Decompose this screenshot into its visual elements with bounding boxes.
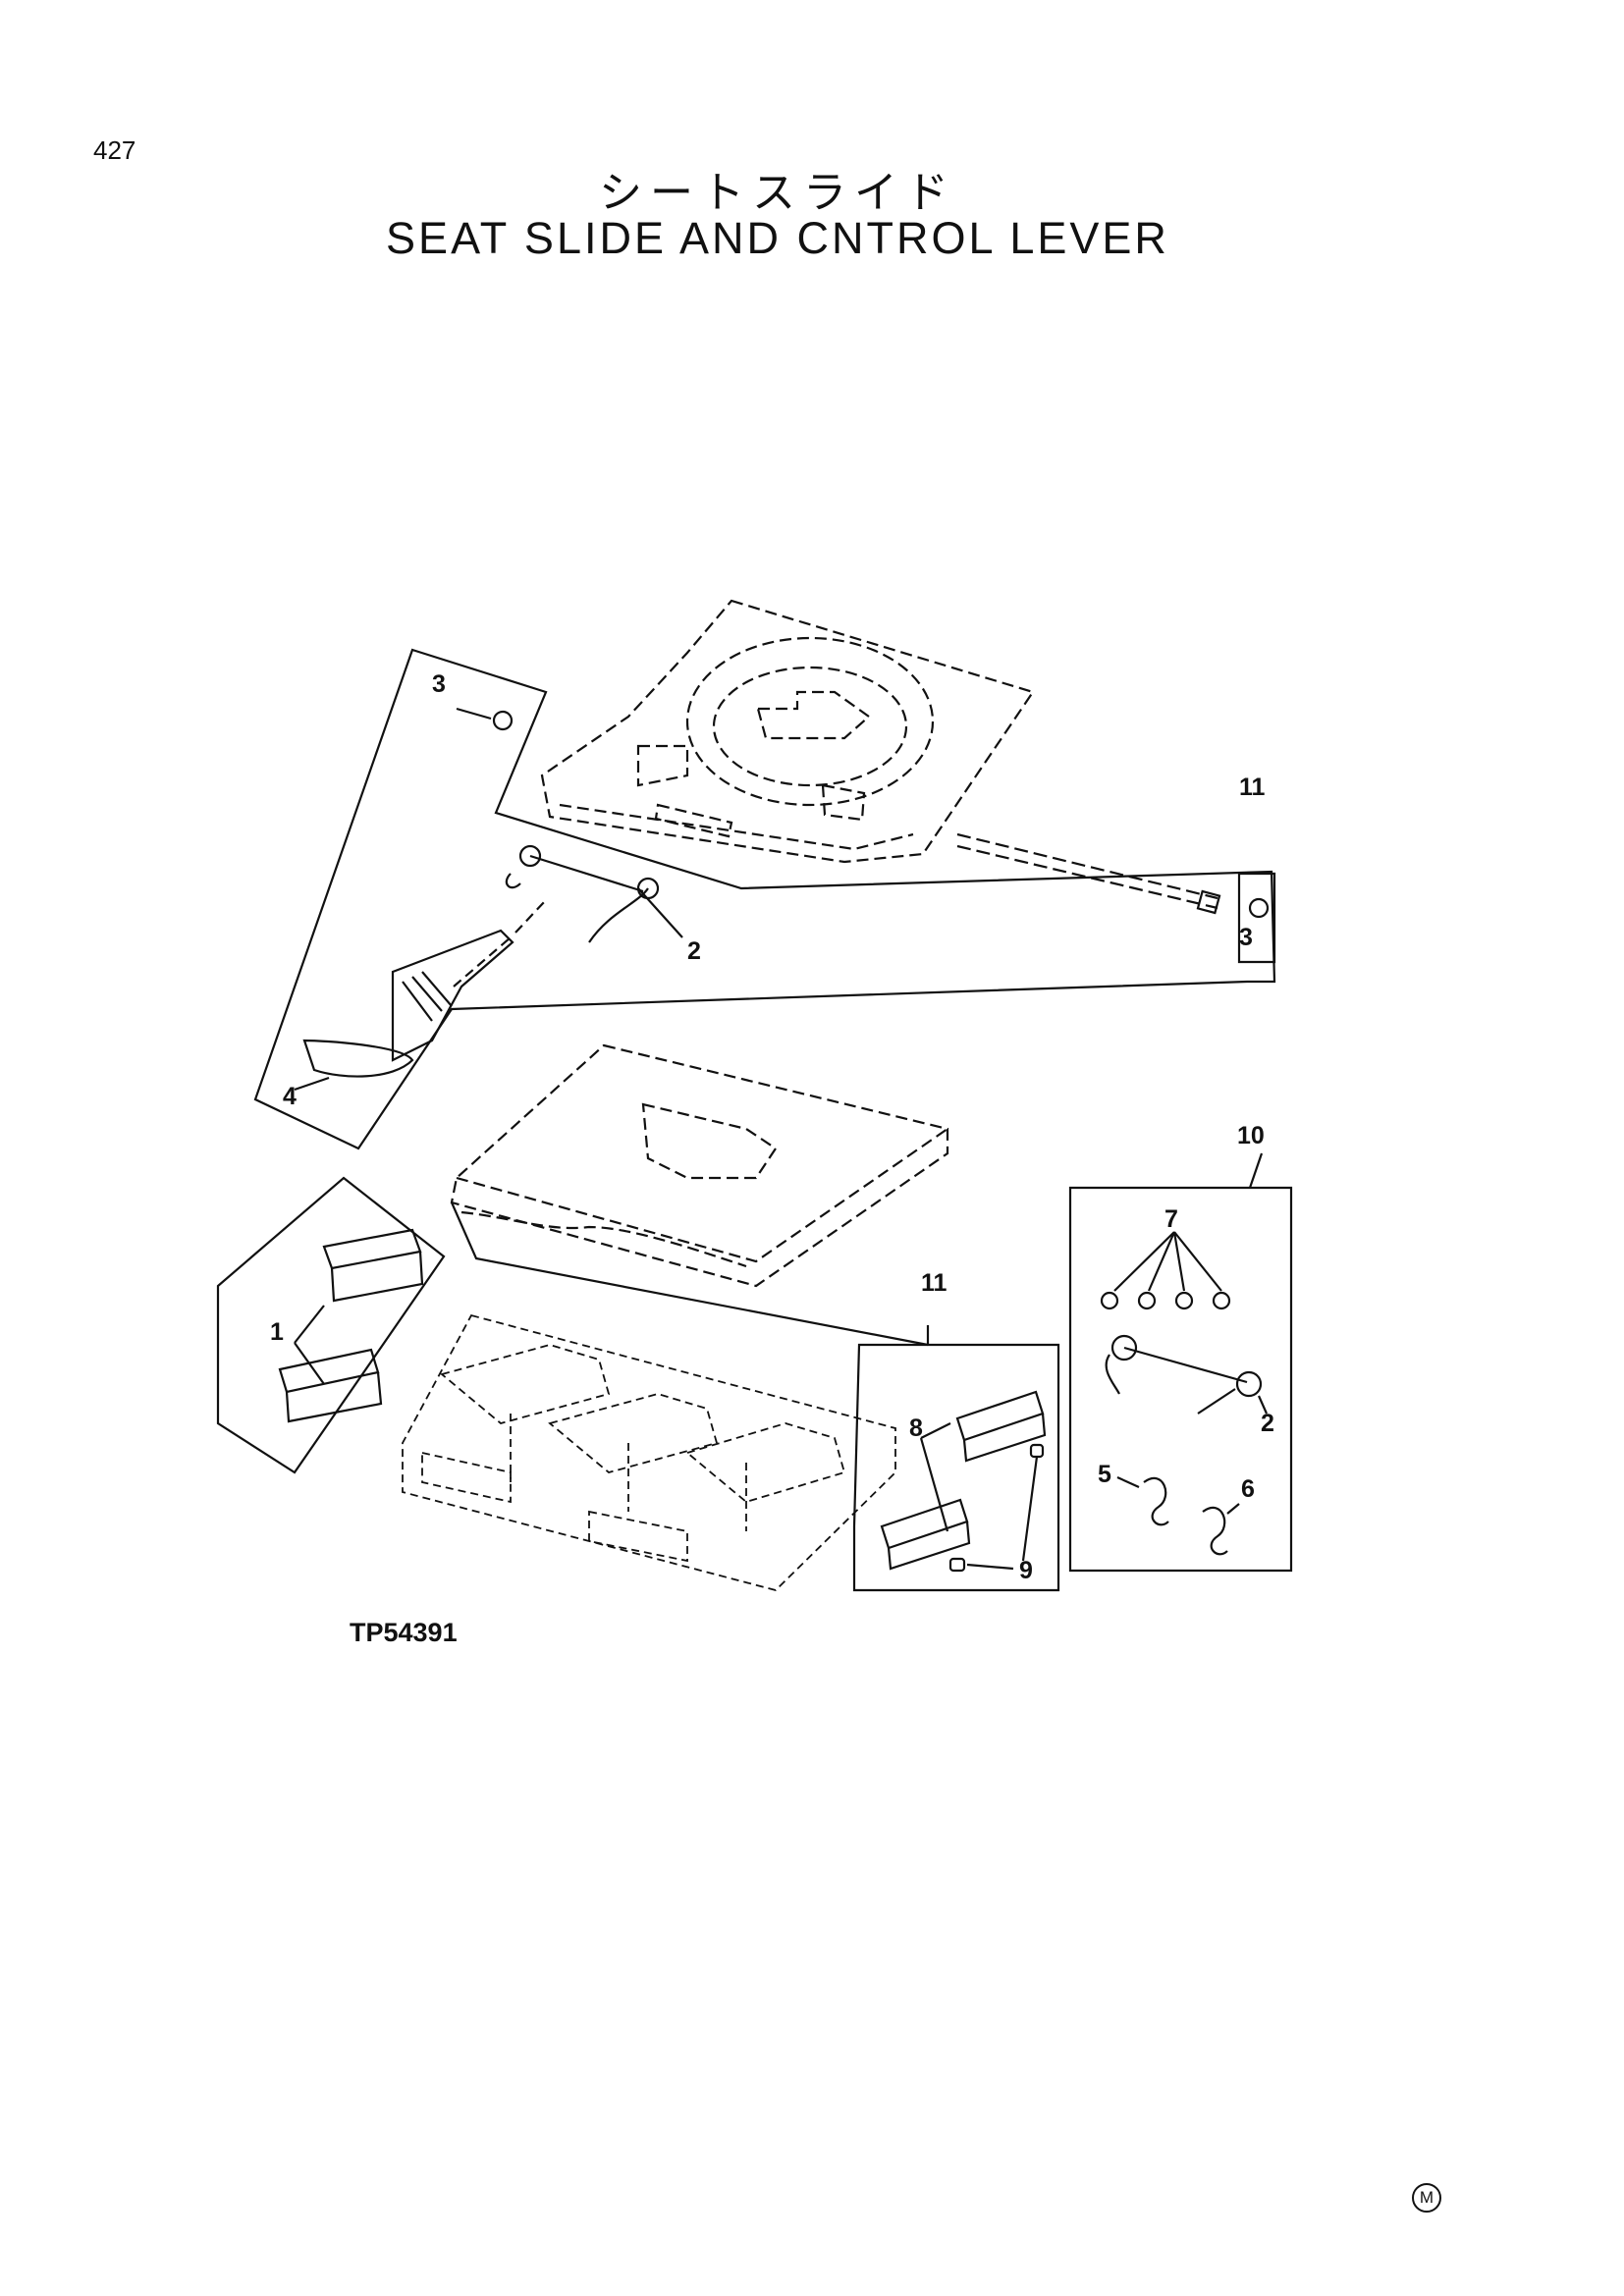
callout-2-lower: 2 bbox=[1261, 1410, 1274, 1437]
page-number: 427 bbox=[93, 135, 136, 165]
callout-11: 11 bbox=[921, 1269, 947, 1297]
callout-7: 7 bbox=[1164, 1205, 1178, 1233]
item-12-box bbox=[1237, 872, 1276, 964]
callout-3-right: 3 bbox=[1239, 924, 1253, 951]
slide-rod bbox=[956, 832, 1218, 910]
callout-6: 6 bbox=[1241, 1475, 1255, 1503]
item-1-blocks bbox=[278, 1228, 424, 1423]
callout-2-top: 2 bbox=[687, 937, 701, 965]
pin bbox=[948, 1557, 966, 1573]
upper-group-outline bbox=[253, 648, 1276, 1150]
title-english: SEAT SLIDE AND CNTROL LEVER bbox=[386, 213, 1169, 263]
callout-3-top: 3 bbox=[432, 670, 446, 698]
title-japanese: シートスライド bbox=[599, 168, 956, 218]
callout-9: 9 bbox=[1019, 1557, 1033, 1584]
item-10-box bbox=[1068, 1186, 1293, 1573]
callout-8: 8 bbox=[909, 1415, 923, 1442]
item-11-box bbox=[852, 1343, 1060, 1592]
callout-10: 10 bbox=[1237, 1122, 1265, 1149]
slide-plate bbox=[450, 1043, 949, 1288]
torsion-springs bbox=[1143, 1476, 1228, 1556]
callout-5: 5 bbox=[1098, 1461, 1111, 1488]
spring-link-lower bbox=[1105, 1334, 1263, 1415]
item-1-group-outline bbox=[216, 1176, 446, 1474]
spring-link-upper bbox=[505, 854, 649, 943]
callout-12: 11 bbox=[1239, 774, 1266, 801]
callout-1: 1 bbox=[270, 1318, 284, 1346]
item-8-blocks bbox=[880, 1390, 1047, 1571]
pin bbox=[1029, 1443, 1045, 1459]
callout-4: 4 bbox=[283, 1083, 297, 1110]
lower-base-frame bbox=[402, 1313, 896, 1592]
figure-reference: TP54391 bbox=[350, 1618, 458, 1647]
seat-slide-frame bbox=[540, 599, 1035, 864]
manufacturer-mark: M bbox=[1412, 2183, 1441, 2213]
item-7-clips bbox=[1100, 1291, 1231, 1310]
control-lever bbox=[302, 900, 546, 1078]
